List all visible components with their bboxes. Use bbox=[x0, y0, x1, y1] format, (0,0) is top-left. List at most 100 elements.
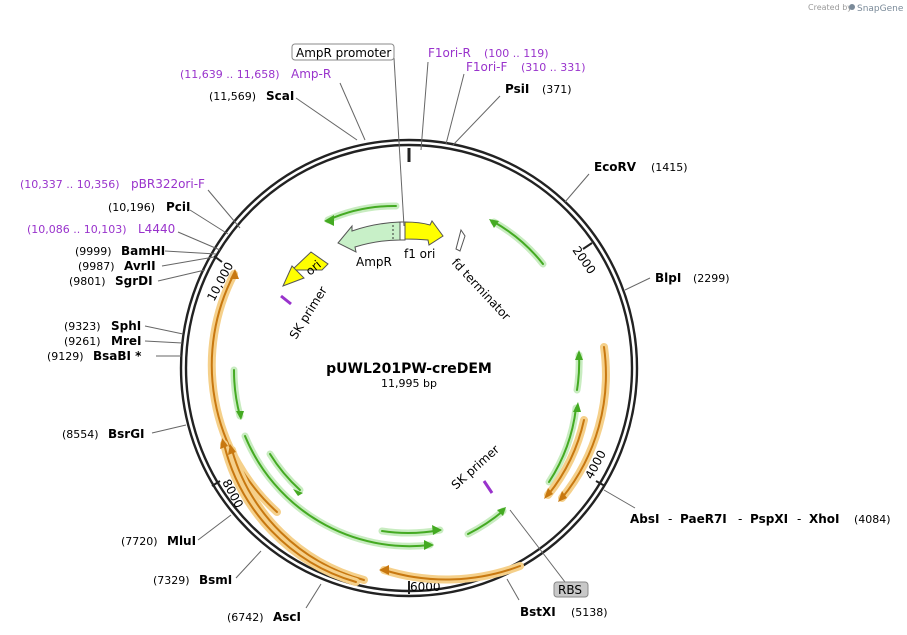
pbr322-pos: (10,337 .. 10,356) bbox=[20, 178, 120, 191]
ori-feature-body bbox=[290, 251, 329, 271]
absi-name[interactable]: AbsI bbox=[630, 512, 659, 526]
f1ori-f-name[interactable]: F1ori-F bbox=[466, 60, 507, 74]
leader-bamhi bbox=[164, 250, 217, 255]
arrowhead-orange-right-inner bbox=[544, 488, 553, 499]
scai-name[interactable]: ScaI bbox=[266, 89, 294, 103]
bsrgi-pos: (8554) bbox=[62, 428, 99, 441]
bstxi-name[interactable]: BstXI bbox=[520, 605, 556, 619]
credit-brand: SnapGene bbox=[857, 4, 904, 14]
tick-10000 bbox=[213, 255, 223, 263]
tick-8000 bbox=[211, 480, 221, 487]
snapgene-logo-icon bbox=[849, 4, 855, 10]
bstxi-pos: (5138) bbox=[571, 606, 608, 619]
arrowhead-orange-right-outer bbox=[558, 491, 567, 502]
arrowhead-bottom bbox=[432, 525, 442, 535]
leader-pcii bbox=[189, 209, 229, 235]
plasmid-size: 11,995 bp bbox=[381, 377, 437, 390]
leader-avrii bbox=[161, 256, 215, 267]
avrii-name[interactable]: AvrII bbox=[124, 259, 156, 273]
cds-orange-bottom[interactable] bbox=[383, 565, 521, 581]
cds-orange-long2[interactable] bbox=[223, 443, 357, 583]
bamhi-pos: (9999) bbox=[75, 245, 112, 258]
sk-primer-top-mark[interactable] bbox=[280, 294, 292, 306]
blpi-name[interactable]: BlpI bbox=[655, 271, 681, 285]
tick-4000 bbox=[595, 480, 606, 487]
sk-primer-bottom-mark[interactable] bbox=[482, 480, 494, 494]
pspxi-name[interactable]: PspXI bbox=[750, 512, 788, 526]
ampr-feature-arrow[interactable] bbox=[337, 221, 401, 253]
cds-top-right[interactable] bbox=[493, 221, 544, 265]
f1ori-r-name[interactable]: F1ori-R bbox=[428, 46, 471, 60]
cds-orange-right-outer[interactable] bbox=[561, 346, 607, 499]
arrowhead-orange-left bbox=[230, 269, 239, 279]
avrii-pos: (9987) bbox=[78, 260, 115, 273]
ori-feature-arrowhead[interactable] bbox=[282, 265, 305, 287]
tick-2000 bbox=[582, 242, 593, 250]
arrowhead-long bbox=[424, 540, 434, 550]
bamhi-name[interactable]: BamHI bbox=[121, 244, 165, 258]
absi-sep2: - bbox=[738, 512, 742, 526]
bsmi-name[interactable]: BsmI bbox=[199, 573, 232, 587]
f1-ori-label: f1 ori bbox=[404, 247, 435, 261]
ecorv-name[interactable]: EcoRV bbox=[594, 160, 637, 174]
amp-r-name[interactable]: Amp-R bbox=[291, 67, 331, 81]
arrowhead-right2 bbox=[573, 402, 581, 412]
amp-r-pos: (11,639 .. 11,658) bbox=[180, 68, 280, 81]
sk-primer-bottom-label: SK primer bbox=[449, 442, 502, 492]
leader-sphi bbox=[144, 325, 184, 335]
ampr-promoter-label: AmpR promoter bbox=[296, 46, 391, 60]
mrei-name[interactable]: MreI bbox=[111, 334, 141, 348]
cds-small[interactable] bbox=[269, 453, 301, 491]
tick-label-6000: 6000 bbox=[410, 580, 441, 594]
ampr-promoter-box[interactable] bbox=[291, 43, 395, 61]
l4440-name[interactable]: L4440 bbox=[138, 222, 175, 236]
bsrgi-name[interactable]: BsrGI bbox=[108, 427, 145, 441]
leader-mlui bbox=[197, 514, 232, 541]
cds-top-right-glow bbox=[490, 218, 547, 268]
leader-rbs bbox=[509, 509, 566, 583]
sgrdi-pos: (9801) bbox=[69, 275, 106, 288]
arrowhead-top-left bbox=[324, 215, 334, 226]
arrowhead-bottom-right bbox=[497, 507, 506, 516]
leader-absi bbox=[603, 489, 636, 509]
psii-name[interactable]: PsiI bbox=[505, 82, 529, 96]
ampr-label: AmpR bbox=[356, 255, 392, 269]
paer7i-name[interactable]: PaeR7I bbox=[680, 512, 727, 526]
bsabi-name[interactable]: BsaBI * bbox=[93, 349, 142, 363]
psii-pos: (371) bbox=[542, 83, 572, 96]
sphi-name[interactable]: SphI bbox=[111, 319, 141, 333]
leader-pbr322 bbox=[207, 189, 241, 229]
l4440-pos: (10,086 .. 10,103) bbox=[27, 223, 127, 236]
sk-primer-top-label: SK primer bbox=[287, 284, 330, 342]
fd-terminator-arrow[interactable] bbox=[455, 228, 466, 252]
arrowhead-left bbox=[236, 411, 244, 420]
arrowhead-small bbox=[293, 489, 303, 496]
cds-long[interactable] bbox=[244, 435, 431, 548]
leader-bsrgi bbox=[151, 424, 187, 434]
asci-name[interactable]: AscI bbox=[273, 610, 301, 624]
cds-orange-left[interactable] bbox=[210, 273, 278, 513]
asci-pos: (6742) bbox=[227, 611, 264, 624]
arrowhead-orange-bottom bbox=[379, 565, 389, 575]
pcii-name[interactable]: PciI bbox=[166, 200, 191, 214]
rbs-box[interactable] bbox=[553, 581, 589, 598]
sgrdi-name[interactable]: SgrDI bbox=[115, 274, 153, 288]
pcii-pos: (10,196) bbox=[108, 201, 155, 214]
rbs-label: RBS bbox=[558, 583, 582, 597]
ecorv-pos: (1415) bbox=[651, 161, 688, 174]
absi-pos: (4084) bbox=[854, 513, 891, 526]
leader-sgrdi bbox=[157, 269, 206, 282]
leader-ecorv bbox=[564, 173, 590, 203]
pbr322-name[interactable]: pBR322ori-F bbox=[131, 177, 205, 191]
mlui-name[interactable]: MluI bbox=[167, 534, 196, 548]
cds-orange-right-inner[interactable] bbox=[547, 419, 585, 496]
leader-f1ori-f bbox=[445, 73, 465, 145]
xhoi-name[interactable]: XhoI bbox=[809, 512, 840, 526]
mlui-pos: (7720) bbox=[121, 535, 158, 548]
cds-right2[interactable] bbox=[548, 407, 577, 483]
cds-orange-long[interactable] bbox=[231, 449, 365, 581]
backbone-outer bbox=[179, 138, 639, 598]
f1-ori-arrow[interactable] bbox=[404, 220, 444, 246]
